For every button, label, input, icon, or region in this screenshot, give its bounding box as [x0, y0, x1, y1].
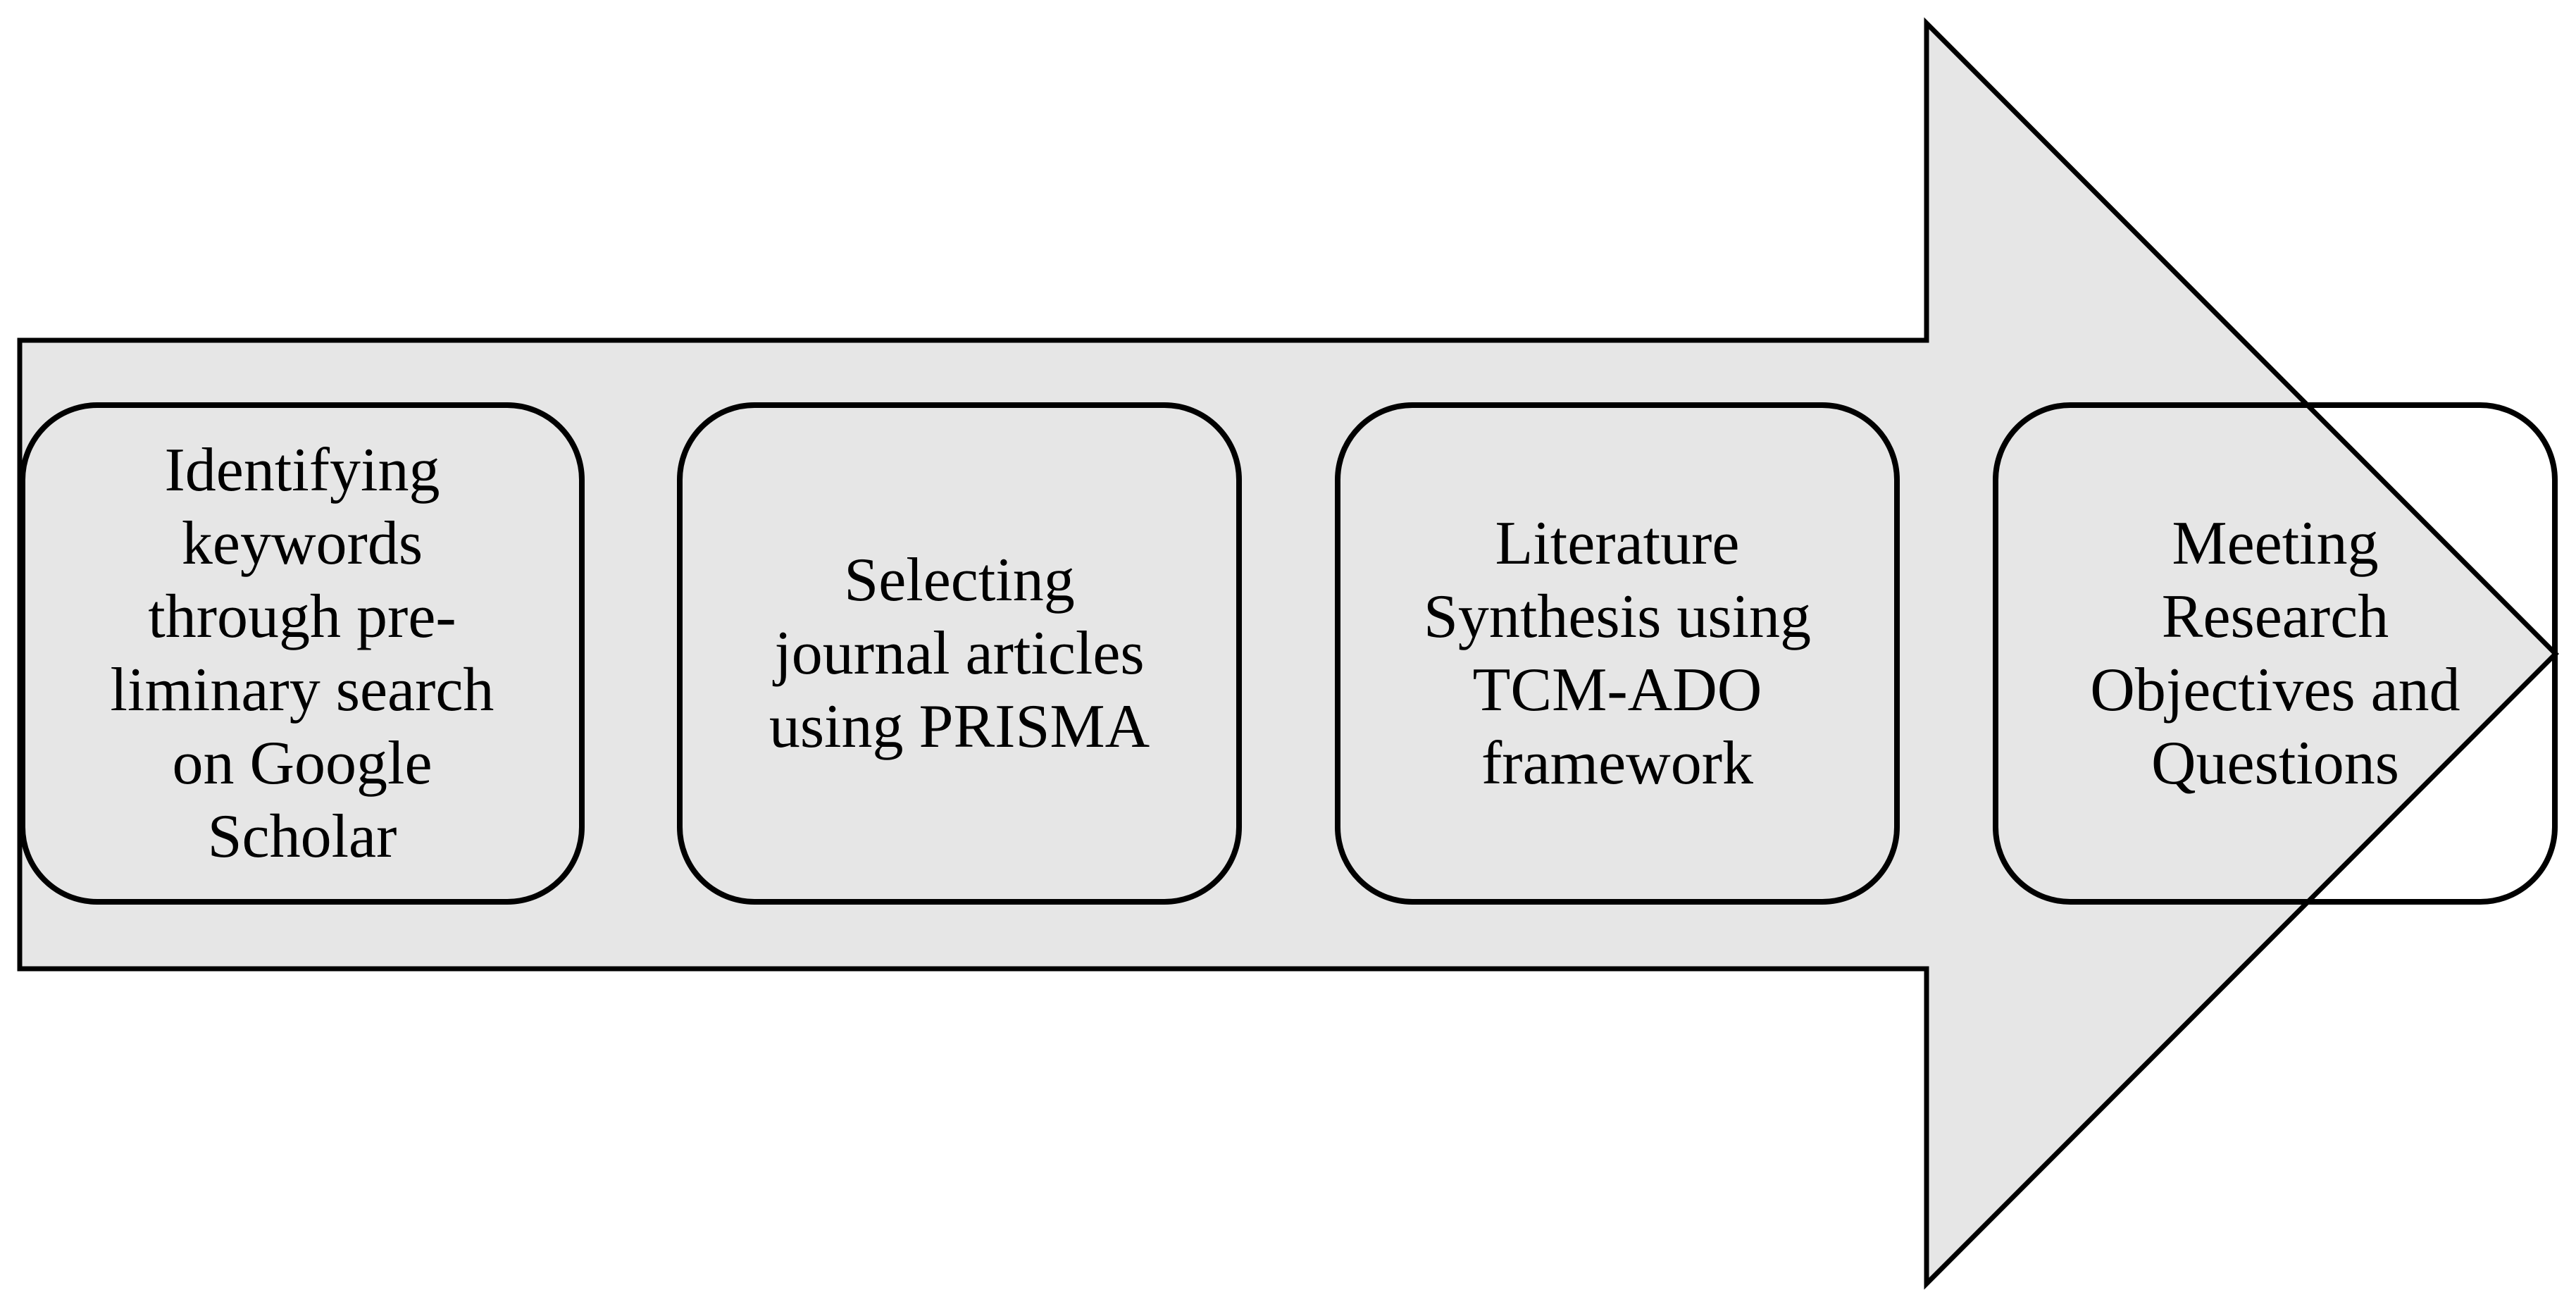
step-box-literature-synthesis: Literature Synthesis using TCM-ADO frame… [1335, 402, 1900, 905]
step-label: Literature Synthesis using TCM-ADO frame… [1423, 509, 1812, 798]
step-label: Meeting Research Objectives and Question… [2090, 509, 2460, 798]
step-label: Identifying keywords through pre- limina… [110, 435, 494, 871]
process-arrow [17, 17, 2559, 1290]
step-box-meeting-objectives: Meeting Research Objectives and Question… [1993, 402, 2558, 905]
step-box-selecting-articles: Selecting journal articles using PRISMA [677, 402, 1242, 905]
step-box-identifying-keywords: Identifying keywords through pre- limina… [20, 402, 585, 905]
step-label: Selecting journal articles using PRISMA [769, 545, 1150, 761]
